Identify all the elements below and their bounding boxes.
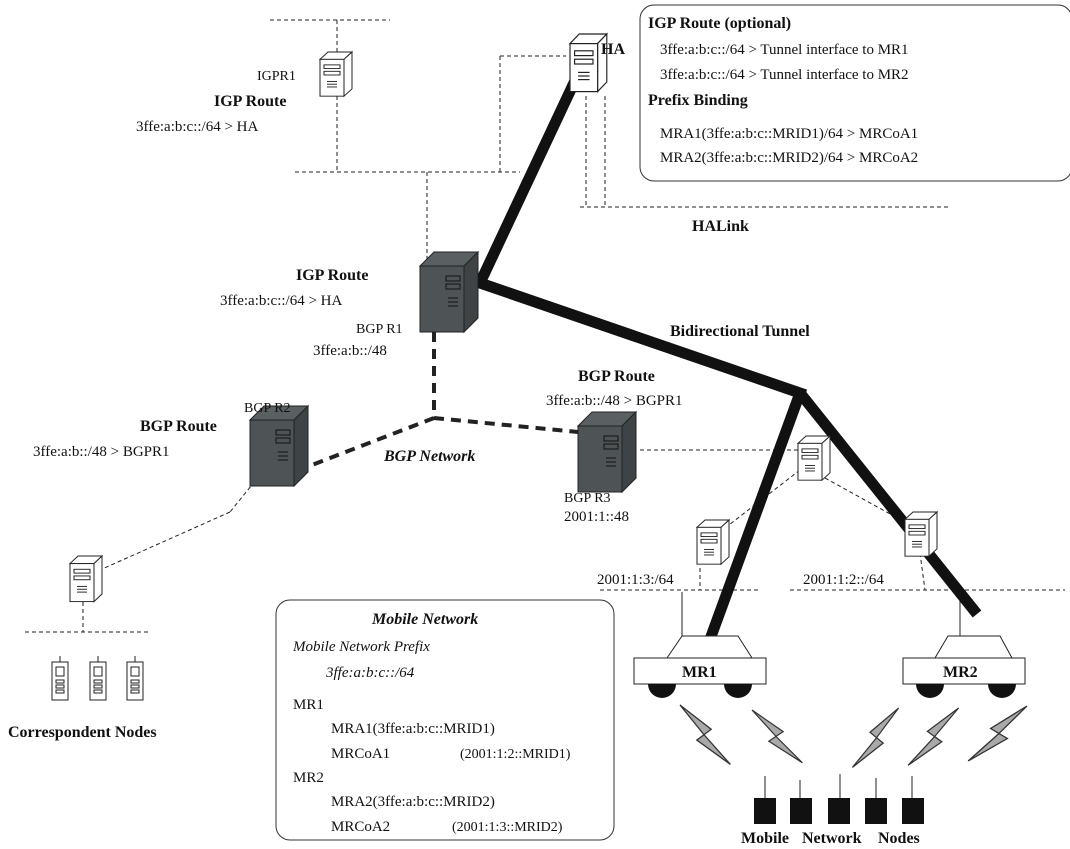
mr1-car: MR1 [633,635,767,698]
wireless-bolt-icon [851,707,900,769]
bgp-links [311,332,579,467]
mn-mr2: MR2 [293,770,324,786]
tunnel-to-mr2 [795,389,982,618]
halink-label: HALink [692,218,749,235]
bgpr2-route-title: BGP Route [140,418,217,435]
bgpr3-route-value: 3ffe:a:b::/48 > BGPR1 [546,393,683,409]
left-access-prefix: 2001:1:3:/64 [597,572,674,588]
mn-mr1-mra: MRA1(3ffe:a:b:c::MRID1) [331,721,495,737]
wireless-bolt-icon [907,707,960,766]
wheel-icon [916,684,944,698]
bgpr3-prefix: 2001:1::48 [564,509,629,525]
correspondent-nodes: Correspondent Nodes [8,655,157,741]
wireless-bolt-icon [751,709,804,764]
mnn-node [754,798,776,824]
access-router-top-icon [797,435,831,481]
wheel-icon [988,684,1016,698]
cn-router-icon [69,555,103,603]
igpr1-route-value: 3ffe:a:b:c::/64 > HA [136,119,258,135]
bgp-r3: BGP Route 3ffe:a:b::/48 > BGPR1 BGP R3 2… [546,368,683,525]
bgp-r2: BGP R2 BGP Route 3ffe:a:b::/48 > BGPR1 [33,401,309,487]
mn-mr2-coa-value: (2001:1:3::MRID2) [452,820,563,835]
mn-mr2-mra: MRA2(3ffe:a:b:c::MRID2) [331,794,495,810]
right-access-prefix: 2001:1:2::/64 [803,572,884,588]
mnn-node [790,798,812,824]
ha-igp-line-1: 3ffe:a:b:c::/64 > Tunnel interface to MR… [660,42,909,58]
wheel-icon [648,684,676,698]
mnn-label-network: Network [802,830,862,847]
mr1-label: MR1 [682,664,717,681]
wheel-icon [724,684,752,698]
correspondent-nodes-label: Correspondent Nodes [8,724,157,741]
wireless-bolt-icon [967,705,1028,762]
ha-igp-title: IGP Route (optional) [648,15,791,32]
mobile-network-title: Mobile Network [371,611,478,628]
mn-mr1-coa-name: MRCoA1 [331,746,390,762]
bgpr1-name: BGP R1 [356,322,403,337]
mn-mr1-coa-value: (2001:1:2::MRID1) [460,747,571,762]
bgpr1-route-title: IGP Route [296,267,368,284]
wireless-links [679,704,1028,798]
igpr1-name: IGPR1 [257,69,296,84]
bgp-network-label: BGP Network [383,448,475,465]
wireless-bolt-icon [679,704,732,766]
mobile-network-box: Mobile Network Mobile Network Prefix 3ff… [275,599,615,841]
mnn-label-mobile: Mobile [741,830,789,847]
ha-binding-title: Prefix Binding [648,92,748,109]
mnn-node [828,798,850,824]
bgpr3-server-icon [577,411,637,493]
ha-binding-line-1: MRA1(3ffe:a:b:c::MRID1)/64 > MRCoA1 [660,126,918,142]
ha-binding-line-2: MRA2(3ffe:a:b:c::MRID2)/64 > MRCoA2 [660,150,918,166]
phone-icon [126,655,144,701]
mr2-car: MR2 [902,635,1026,698]
mnp-title: Mobile Network Prefix [292,639,430,655]
mr2-label: MR2 [943,664,978,681]
access-router-right-icon [904,511,938,557]
bgpr2-name: BGP R2 [244,401,291,416]
mnn-label-nodes: Nodes [878,830,920,847]
bgp-r1: IGP Route 3ffe:a:b:c::/64 > HA BGP R1 3f… [220,251,479,359]
ha-igp-line-2: 3ffe:a:b:c::/64 > Tunnel interface to MR… [660,67,909,83]
igpr1: IGPR1 IGP Route 3ffe:a:b:c::/64 > HA [136,51,353,135]
access-router-left-icon [696,519,730,565]
home-agent: HA [569,33,625,93]
mnn-node [902,798,924,824]
bgpr1-server-icon [419,251,479,333]
bgpr2-server-icon [249,405,309,487]
bgpr3-name: BGP R3 [564,491,611,506]
mobile-network-nodes: Mobile Network Nodes [741,798,924,847]
igpr1-server-icon [319,51,353,97]
ha-label: HA [601,41,625,58]
phone-icon [89,655,107,701]
tunnel-to-mr1 [472,67,808,655]
mnn-node [865,798,887,824]
bgpr3-route-title: BGP Route [578,368,655,385]
mn-mr2-coa-name: MRCoA2 [331,819,390,835]
bgpr1-route-value: 3ffe:a:b:c::/64 > HA [220,293,342,309]
igpr1-route-title: IGP Route [214,93,286,110]
tunnel-label: Bidirectional Tunnel [670,323,810,340]
mn-mr1: MR1 [293,697,324,713]
ha-info-box: IGP Route (optional) 3ffe:a:b:c::/64 > T… [639,4,1070,182]
bgpr2-route-value: 3ffe:a:b::/48 > BGPR1 [33,444,170,460]
phone-icon [51,655,69,701]
mnp-value: 3ffe:a:b:c::/64 [325,665,415,681]
bgpr1-prefix: 3ffe:a:b::/48 [313,343,387,359]
